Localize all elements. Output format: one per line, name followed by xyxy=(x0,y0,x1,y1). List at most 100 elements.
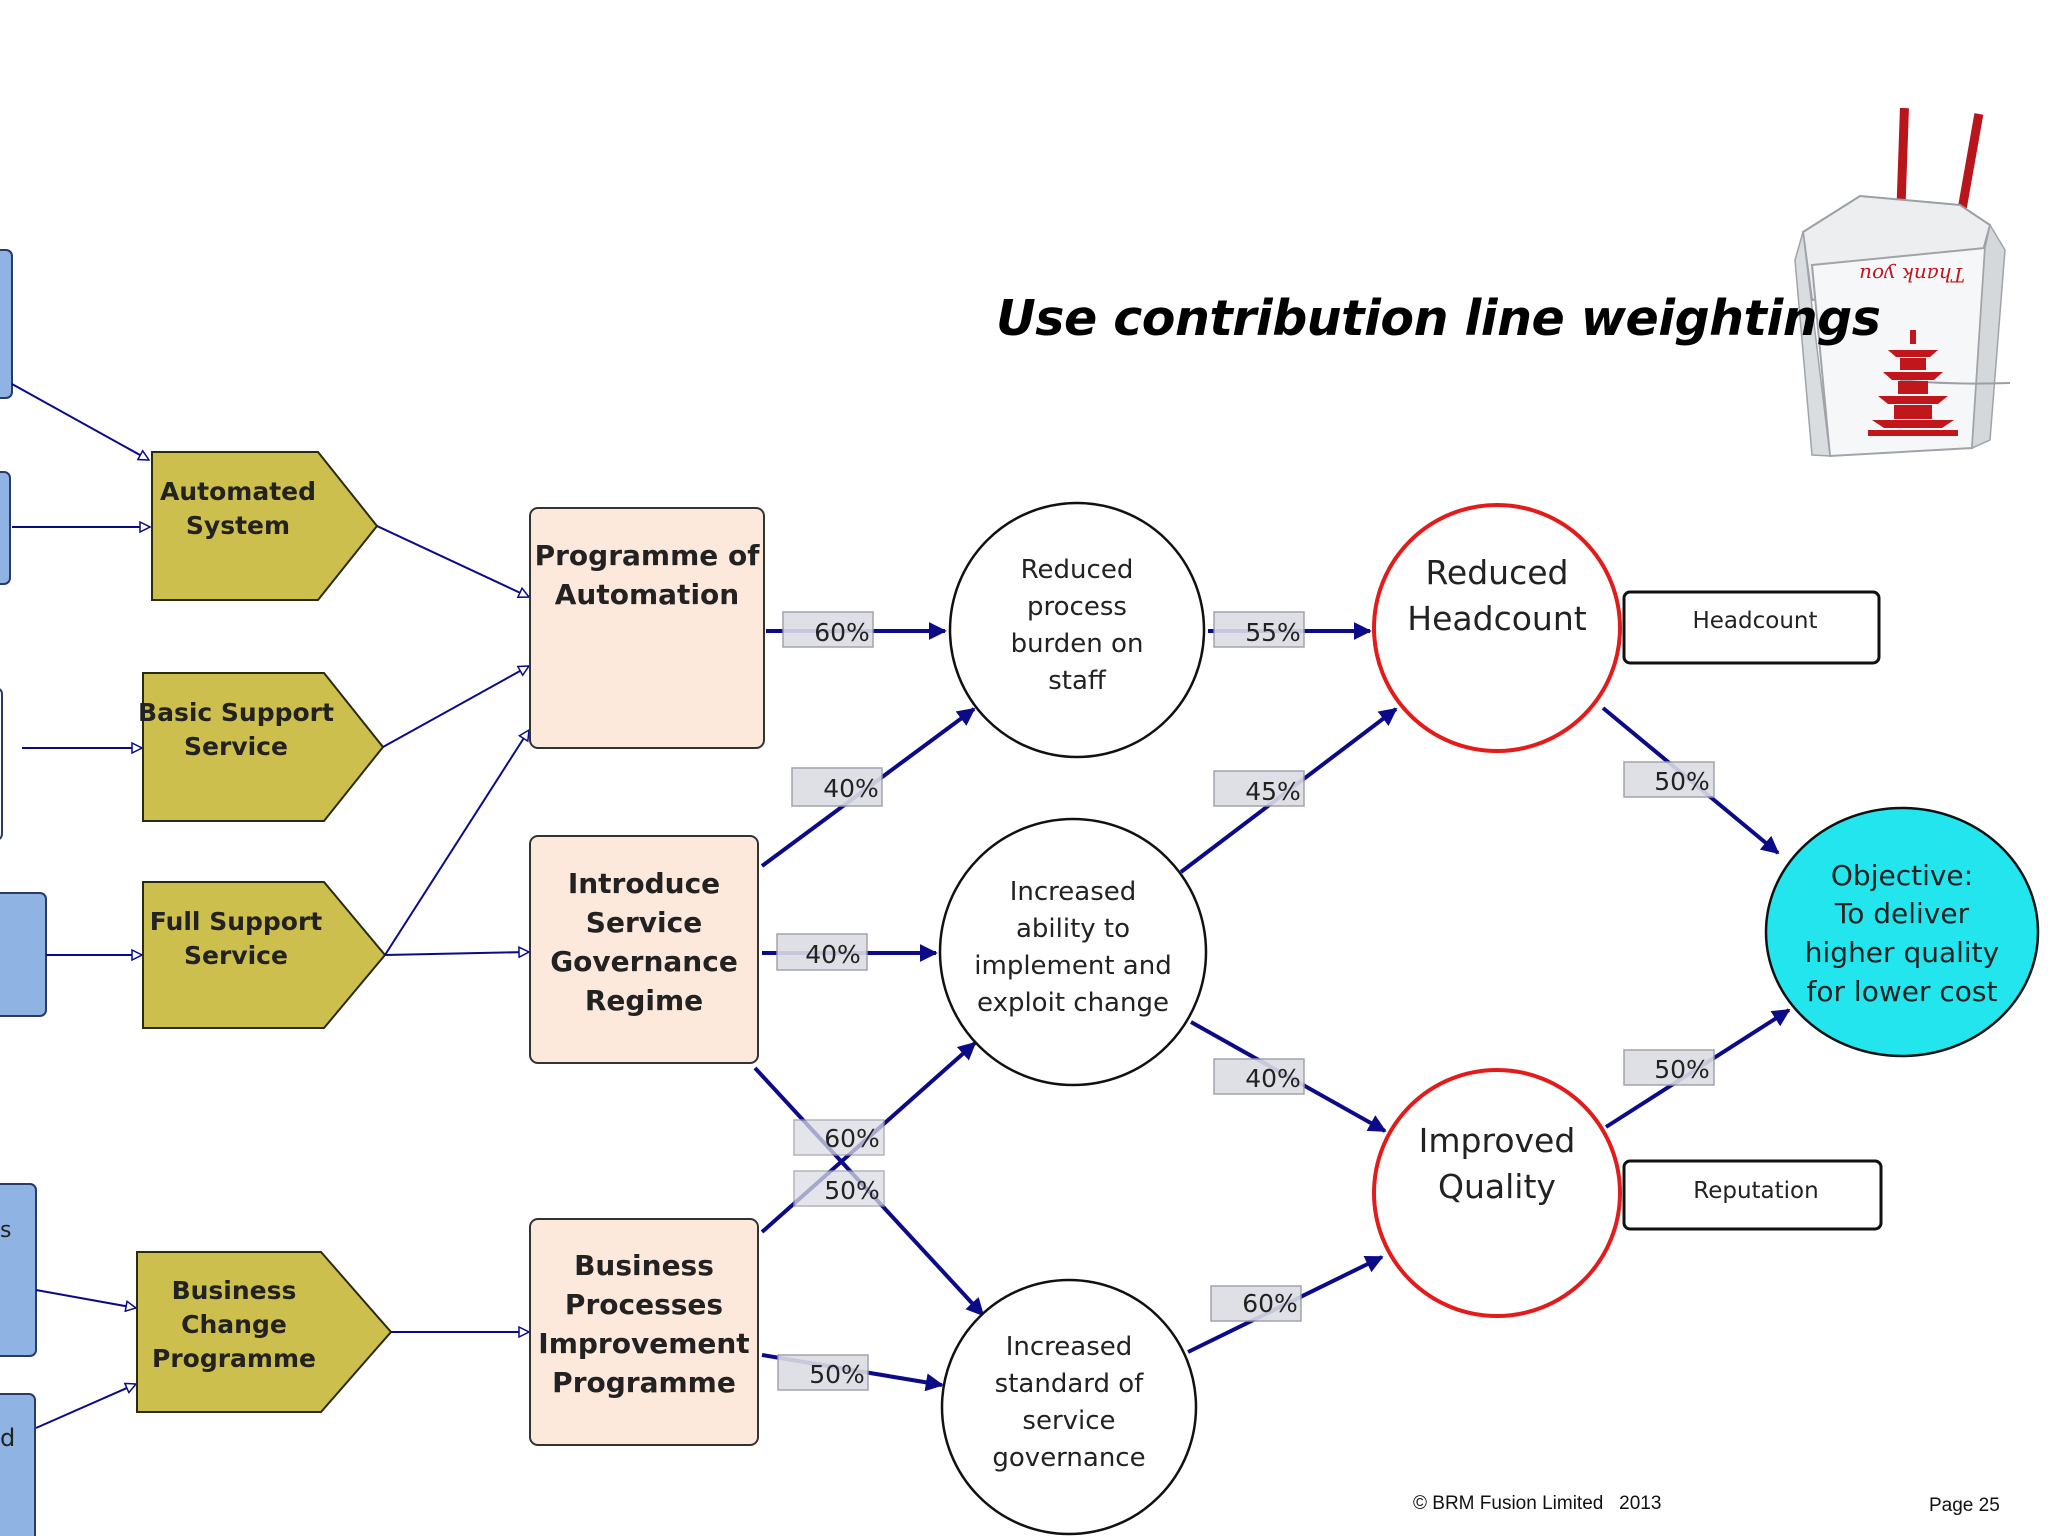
benefit-line: Quality xyxy=(1438,1167,1556,1206)
output-line: Business xyxy=(172,1276,297,1305)
svg-text:service: service xyxy=(1022,1406,1115,1436)
objective-line: for lower cost xyxy=(1807,975,1998,1008)
svg-text:50%: 50% xyxy=(824,1176,880,1205)
outcome-line: burden on xyxy=(1011,629,1144,659)
svg-text:Business: Business xyxy=(574,1249,714,1282)
outcome-line: Increased xyxy=(1006,1332,1133,1362)
benefit-line: Headcount xyxy=(1407,599,1586,638)
benefit-line: Reduced xyxy=(1425,553,1568,592)
programme-line: Processes xyxy=(565,1288,723,1321)
svg-text:55%: 55% xyxy=(1245,618,1301,647)
svg-text:Business: Business xyxy=(172,1276,297,1305)
svg-text:implement and: implement and xyxy=(974,951,1171,981)
benefit-reduced-headcount: Reduced Headcount xyxy=(1372,503,1622,753)
output-line: System xyxy=(186,511,290,540)
svg-text:Service: Service xyxy=(184,941,288,970)
output-line: Change xyxy=(181,1310,287,1339)
outcome-line: implement and xyxy=(974,951,1171,981)
weighting-label: 50% xyxy=(793,1170,885,1207)
svg-text:Change: Change xyxy=(181,1310,287,1339)
output-line: Full Support xyxy=(150,907,323,936)
output-basic-support-service: Basic Support Service xyxy=(138,672,385,822)
svg-text:Improvement: Improvement xyxy=(538,1327,749,1360)
weighting-label: 60% xyxy=(1210,1285,1302,1322)
outcome-increased-standard: Increased standard of service governance xyxy=(940,1278,1198,1536)
outcome-line: exploit change xyxy=(977,988,1169,1018)
outcome-line: ability to xyxy=(1016,914,1130,944)
svg-text:staff: staff xyxy=(1048,666,1107,696)
svg-text:Service: Service xyxy=(184,732,288,761)
enabler-fragment-s: s xyxy=(0,1218,11,1243)
svg-text:Increased: Increased xyxy=(1006,1332,1133,1362)
programme-business-processes: Business Processes Improvement Programme xyxy=(529,1218,759,1446)
svg-text:Regime: Regime xyxy=(585,984,703,1017)
svg-text:60%: 60% xyxy=(1242,1289,1298,1318)
outcome-line: service xyxy=(1022,1406,1115,1436)
svg-text:exploit change: exploit change xyxy=(977,988,1169,1018)
svg-text:45%: 45% xyxy=(1245,777,1301,806)
output-line: Automated xyxy=(160,477,316,506)
svg-text:40%: 40% xyxy=(805,940,861,969)
page-title: Use contribution line weightings xyxy=(996,290,1881,347)
svg-text:60%: 60% xyxy=(824,1124,880,1153)
outcome-line: Reduced xyxy=(1021,555,1134,585)
svg-text:50%: 50% xyxy=(809,1360,865,1389)
svg-text:60%: 60% xyxy=(814,618,870,647)
enabler-arrows xyxy=(11,383,150,1429)
benefit-line: Improved xyxy=(1419,1121,1576,1160)
svg-text:Objective:: Objective: xyxy=(1831,859,1973,892)
programme-line: Service xyxy=(586,906,702,939)
weighting-label: 60% xyxy=(793,1119,885,1156)
enabler-box-4 xyxy=(0,892,47,1017)
enabler-box-6 xyxy=(0,1393,36,1536)
weighting-label: 55% xyxy=(1213,611,1305,648)
objective-line: Objective: xyxy=(1831,859,1973,892)
svg-text:40%: 40% xyxy=(1245,1064,1301,1093)
weighting-label: 50% xyxy=(777,1354,869,1391)
output-arrows xyxy=(376,525,529,1332)
weighting-label: 50% xyxy=(1623,761,1715,798)
output-line: Service xyxy=(184,941,288,970)
enabler-fragment-d: d xyxy=(0,1424,15,1452)
output-line: Programme xyxy=(152,1344,316,1373)
svg-text:Service: Service xyxy=(586,906,702,939)
svg-text:Improved: Improved xyxy=(1419,1121,1576,1160)
programme-service-governance: Introduce Service Governance Regime xyxy=(529,835,759,1064)
svg-text:Programme: Programme xyxy=(152,1344,316,1373)
weighting-label: 45% xyxy=(1213,770,1305,807)
programme-line: Improvement xyxy=(538,1327,749,1360)
svg-text:Full Support: Full Support xyxy=(150,907,323,936)
svg-text:Reputation: Reputation xyxy=(1693,1178,1818,1204)
page-number: Page 25 xyxy=(1929,1495,2000,1516)
svg-text:Programme: Programme xyxy=(552,1366,736,1399)
svg-text:Programme of: Programme of xyxy=(535,539,761,572)
svg-text:System: System xyxy=(186,511,290,540)
benefit-improved-quality: Improved Quality xyxy=(1372,1068,1622,1318)
weighting-label: 50% xyxy=(1623,1049,1715,1086)
svg-text:40%: 40% xyxy=(823,774,879,803)
measure-headcount: Headcount xyxy=(1622,590,1881,665)
measure-reputation: Reputation xyxy=(1622,1159,1883,1231)
svg-text:ability to: ability to xyxy=(1016,914,1130,944)
weighting-label: 40% xyxy=(1213,1058,1305,1095)
svg-text:50%: 50% xyxy=(1654,767,1710,796)
programme-line: Business xyxy=(574,1249,714,1282)
svg-text:higher quality: higher quality xyxy=(1805,936,1999,969)
outcome-reduced-process-burden: Reduced process burden on staff xyxy=(948,501,1206,759)
svg-text:To deliver: To deliver xyxy=(1834,897,1970,930)
svg-text:for lower cost: for lower cost xyxy=(1807,975,1998,1008)
svg-text:Introduce: Introduce xyxy=(568,867,720,900)
programme-line: Regime xyxy=(585,984,703,1017)
svg-text:Governance: Governance xyxy=(550,945,738,978)
svg-text:burden on: burden on xyxy=(1011,629,1144,659)
enabler-box-5 xyxy=(0,1183,37,1357)
outcome-line: staff xyxy=(1048,666,1107,696)
takeout-box-text: Thank you xyxy=(1859,263,1965,287)
programme-line: Programme xyxy=(552,1366,736,1399)
svg-text:Headcount: Headcount xyxy=(1407,599,1586,638)
output-business-change-programme: Business Change Programme xyxy=(136,1251,393,1413)
outcome-line: Increased xyxy=(1010,877,1137,907)
programme-automation: Programme of Automation xyxy=(529,507,765,749)
svg-text:Increased: Increased xyxy=(1010,877,1137,907)
